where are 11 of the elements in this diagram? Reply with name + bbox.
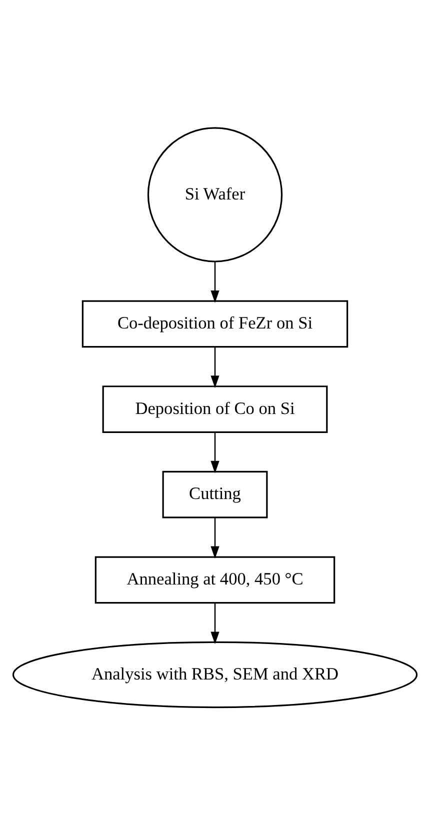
node-box: Annealing at 400, 450 °C — [94, 556, 336, 604]
arrow — [210, 432, 220, 474]
arrow — [210, 262, 220, 303]
arrow — [210, 518, 220, 559]
arrow — [210, 603, 220, 644]
node-ellipse: Analysis with RBS, SEM and XRD — [12, 641, 418, 708]
arrow — [210, 346, 220, 388]
node-box: Cutting — [162, 470, 268, 518]
node-box: Co-deposition of FeZr on Si — [82, 300, 348, 348]
node-circle: Si Wafer — [147, 127, 283, 262]
node-box: Deposition of Co on Si — [102, 386, 328, 433]
